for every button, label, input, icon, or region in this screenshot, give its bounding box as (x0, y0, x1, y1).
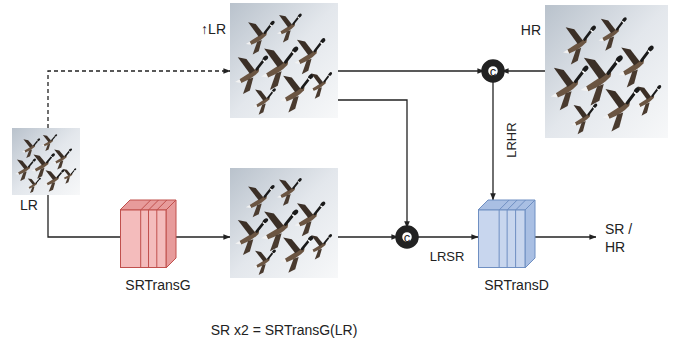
node-label: ↑LR (201, 21, 226, 37)
output-arrow (535, 236, 596, 237)
connector (502, 70, 545, 71)
block-slab (140, 210, 141, 268)
connector (338, 70, 484, 71)
block-side (525, 200, 535, 268)
geese-picture (230, 168, 338, 278)
geese-picture (230, 3, 338, 118)
generator-block: SRTransG (120, 200, 176, 268)
connector (176, 236, 230, 237)
formula-text: SR x2 = SRTransG(LR) (211, 322, 358, 338)
block-slab (499, 200, 509, 210)
block-slab (157, 200, 167, 210)
geese-picture (12, 128, 80, 195)
node-label: SRTransG (125, 277, 190, 293)
block-front (121, 210, 167, 268)
connector (416, 236, 478, 237)
block-side (166, 200, 176, 268)
block-slab (141, 200, 151, 210)
photo (545, 5, 668, 138)
photo (12, 128, 80, 195)
block-slab (507, 210, 508, 268)
image-node: HR (545, 5, 668, 138)
block-shape (120, 200, 176, 268)
concat-label: c (404, 231, 411, 244)
concat-circle: c (484, 62, 502, 80)
block-slab (148, 210, 149, 268)
image-node: ↑LR (230, 3, 338, 118)
connector (338, 100, 407, 228)
concat-label: c (490, 65, 497, 78)
photo (230, 168, 338, 278)
concat-circle: c (398, 228, 416, 246)
node-label: SRTransD (484, 277, 549, 293)
image-node: LR (12, 128, 80, 195)
circle-outline (485, 63, 502, 80)
geese-picture (545, 5, 668, 138)
block-shape (478, 200, 535, 268)
connector (492, 80, 493, 200)
connector (48, 195, 120, 237)
block-slab (515, 210, 516, 268)
node-label: LR (20, 197, 38, 213)
block-slab (516, 200, 526, 210)
output-label: SR / HR (605, 221, 643, 256)
discriminator-block: SRTransD (478, 200, 535, 268)
image-node: SR x2 = SRTransG(LR) (230, 168, 338, 278)
edge-label: LRSR (430, 250, 465, 264)
block-front (479, 210, 526, 268)
circle-outline (399, 229, 416, 246)
block-slab (499, 210, 500, 268)
node-label: HR (521, 22, 541, 38)
connector (338, 236, 398, 237)
photo (230, 3, 338, 118)
edge-label: LRHR (505, 122, 519, 157)
connector (48, 71, 230, 128)
block-slab (507, 200, 517, 210)
block-slab (156, 210, 157, 268)
block-slab (149, 200, 159, 210)
